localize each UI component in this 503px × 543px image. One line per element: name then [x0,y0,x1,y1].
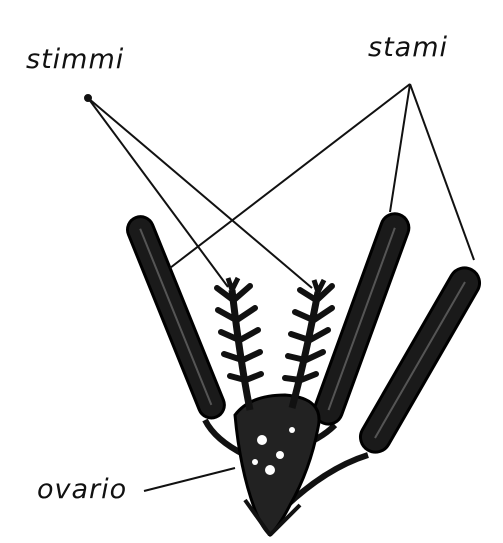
leader-lines-stigmas [85,95,312,288]
stamens-label: stami [368,32,448,63]
ovary [235,395,319,535]
leader-line-ovary [144,468,235,491]
leader-lines-stamens [170,84,474,268]
stigma-left [217,278,261,410]
stigmas-label: stimmi [26,44,124,75]
ovary-label: ovario [37,474,127,505]
